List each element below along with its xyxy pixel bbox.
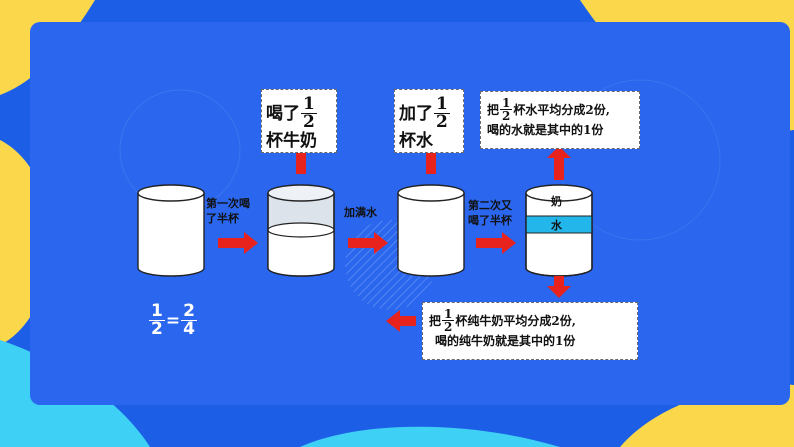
cup-label-water: 水 (551, 219, 562, 232)
callout-split-milk-prefix: 把 (429, 313, 442, 328)
callout-split-water-line2: 喝的水就是其中的1份 (487, 123, 604, 137)
fraction-left: 1 2 (149, 301, 165, 339)
callout-add-water-suffix: 杯水 (399, 131, 433, 151)
callout-split-milk-line2: 喝的纯牛奶就是其中的1份 (435, 334, 576, 348)
label-second-drink-line2: 喝了半杯 (468, 214, 512, 227)
callout-drink-milk: 喝了 1 2 杯牛奶 (261, 89, 337, 153)
callout-split-milk: 把 1 2 杯纯牛奶平均分成2份, 喝的纯牛奶就是其中的1份 (422, 302, 638, 360)
label-second-drink-line1: 第二次又 (468, 199, 512, 212)
label-fill-water: 加满水 (344, 206, 377, 219)
fraction-half: 1 2 (442, 307, 455, 334)
arrow-left (386, 310, 416, 332)
label-second-drink: 第二次又 喝了半杯 (468, 198, 512, 228)
callout-drink-milk-suffix: 杯牛奶 (266, 131, 317, 151)
callout-add-water: 加了 1 2 杯水 (394, 89, 464, 153)
callout-split-water-line1: 杯水平均分成2份, (513, 102, 610, 117)
cup-label-milk: 奶 (551, 195, 562, 208)
fraction-half: 1 2 (500, 96, 513, 123)
cup-half-milk (267, 184, 335, 277)
arrow-right-3 (476, 232, 516, 254)
label-first-drink-line2: 了半杯 (206, 212, 239, 225)
callout-add-water-prefix: 加了 (399, 103, 433, 124)
arrow-down (547, 276, 571, 298)
equals-sign: = (165, 310, 181, 331)
arrow-up-3 (547, 146, 571, 180)
fraction-half: 1 2 (434, 94, 450, 132)
equation-equivalent-fractions: 1 2 = 2 4 (148, 303, 198, 338)
label-first-drink-line1: 第一次喝 (206, 197, 250, 210)
label-first-drink: 第一次喝 了半杯 (206, 196, 250, 226)
cup-empty (137, 184, 205, 277)
fraction-right: 2 4 (181, 301, 197, 339)
fraction-half: 1 2 (301, 94, 317, 132)
arrow-right-2 (348, 232, 388, 254)
cup-full (397, 184, 465, 277)
callout-split-water-prefix: 把 (487, 102, 500, 117)
callout-split-water: 把 1 2 杯水平均分成2份, 喝的水就是其中的1份 (480, 91, 640, 149)
callout-split-milk-line1: 杯纯牛奶平均分成2份, (455, 313, 576, 328)
callout-drink-milk-prefix: 喝了 (266, 103, 300, 124)
arrow-right-1 (218, 232, 258, 254)
